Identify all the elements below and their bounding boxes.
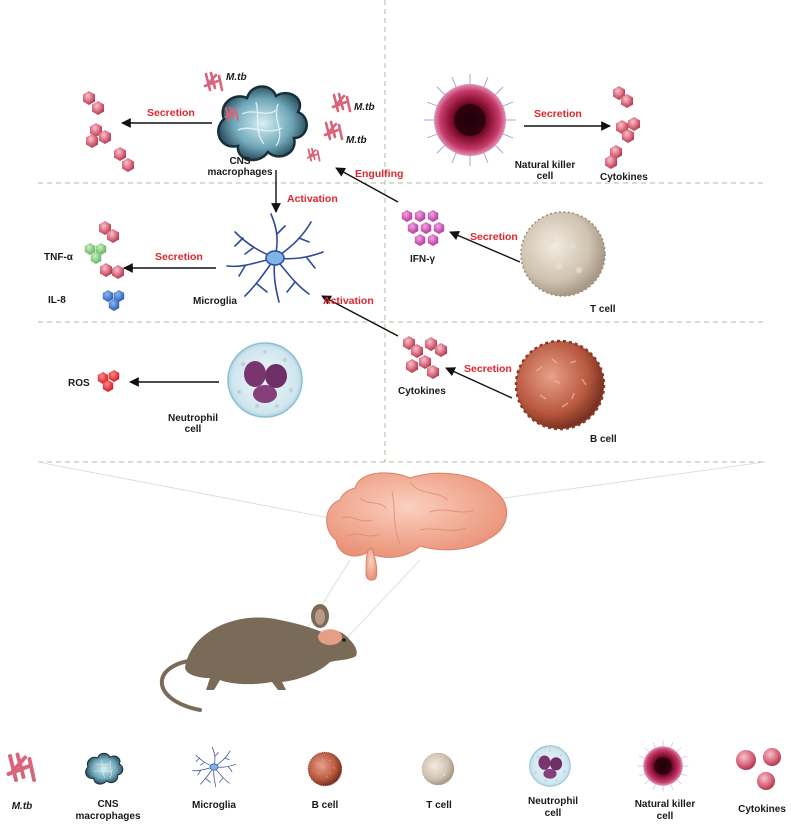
label-ros: ROS	[68, 378, 90, 389]
label-tcell: T cell	[590, 304, 616, 315]
label-nk-line2: cell	[537, 171, 554, 182]
legend-microglia-icon	[192, 746, 236, 788]
il8-dots	[102, 290, 125, 311]
label-cns-line1: CNS	[229, 156, 250, 167]
label-cytokines-nk: Cytokines	[600, 172, 648, 183]
arrow-bcell-secretion	[445, 367, 513, 399]
mtb-icon-3	[323, 120, 344, 141]
label-secretion-microglia: Secretion	[155, 251, 203, 263]
legend-label-cytokines: Cytokines	[738, 804, 786, 815]
arrow-engulfing	[335, 167, 399, 203]
legend-label-nk-line1: Natural killer	[635, 799, 696, 810]
legend-label-microglia: Microglia	[192, 800, 236, 811]
mtb-icon-2	[331, 92, 352, 113]
tnf-dots	[84, 243, 107, 264]
perspective-lines	[37, 461, 766, 641]
label-ifn: IFN-γ	[410, 254, 435, 265]
panel-dividers	[38, 0, 765, 463]
mtb-icon-inside-2	[306, 147, 321, 162]
legend-mtb-icon	[6, 752, 36, 782]
legend-bcell-icon	[307, 751, 343, 787]
legend-label-cns-line1: CNS	[97, 799, 118, 810]
b-cell-icon	[514, 339, 606, 431]
legend-label-neut-line2: cell	[545, 808, 562, 819]
label-tnf: TNF-α	[44, 252, 74, 263]
label-mtb-1: M.tb	[226, 72, 247, 83]
cytokines-left-top	[83, 91, 134, 172]
ros-dots	[97, 370, 120, 392]
cytokines-bcell	[403, 336, 447, 379]
legend-label-bcell: B cell	[312, 800, 339, 811]
legend-cytokines-icon	[736, 748, 781, 790]
legend-label-mtb: M.tb	[12, 801, 33, 812]
label-il8: IL-8	[48, 295, 66, 306]
cns-macrophage-icon	[217, 85, 308, 162]
t-cell-icon	[520, 211, 606, 297]
label-engulfing: Engulfing	[355, 168, 403, 180]
label-microglia: Microglia	[193, 296, 237, 307]
legend-label-tcell: T cell	[426, 800, 452, 811]
legend-nk-icon	[637, 740, 689, 792]
nk-cell-icon	[423, 73, 517, 167]
brain-illustration	[326, 472, 508, 581]
legend-label-cns-line2: macrophages	[75, 811, 140, 822]
label-cns-line2: macrophages	[207, 167, 272, 178]
label-secretion-nk: Secretion	[534, 108, 582, 120]
legend-neutrophil-icon	[529, 745, 571, 787]
label-secretion-tcell: Secretion	[470, 231, 518, 243]
legend-macrophage-icon	[85, 752, 124, 785]
legend-label-neut-line1: Neutrophil	[528, 796, 578, 807]
label-cytokines-bcell: Cytokines	[398, 386, 446, 397]
label-neut-line2: cell	[185, 424, 202, 435]
label-mtb-2: M.tb	[354, 102, 375, 113]
arrow-activation-cytokines	[321, 295, 399, 337]
label-nk-line1: Natural killer	[515, 160, 576, 171]
microglia-icon	[226, 213, 324, 303]
label-mtb-3: M.tb	[346, 135, 367, 146]
ifn-dots	[401, 210, 445, 246]
cytokines-right-top	[605, 86, 640, 169]
label-bcell: B cell	[590, 434, 617, 445]
legend-tcell-icon	[421, 752, 455, 786]
mouse-illustration	[159, 604, 357, 712]
legend: M.tb CNS macrophages Microglia B cell T …	[6, 740, 786, 822]
label-secretion-macro: Secretion	[147, 107, 195, 119]
label-activation-2: Activation	[323, 295, 374, 307]
neutrophil-icon	[227, 342, 303, 418]
label-secretion-bcell: Secretion	[464, 363, 512, 375]
label-neut-line1: Neutrophil	[168, 413, 218, 424]
arrow-tcell-secretion	[449, 230, 521, 263]
mtb-icon-1	[203, 71, 224, 92]
legend-label-nk-line2: cell	[657, 811, 674, 822]
label-activation-1: Activation	[287, 193, 338, 205]
